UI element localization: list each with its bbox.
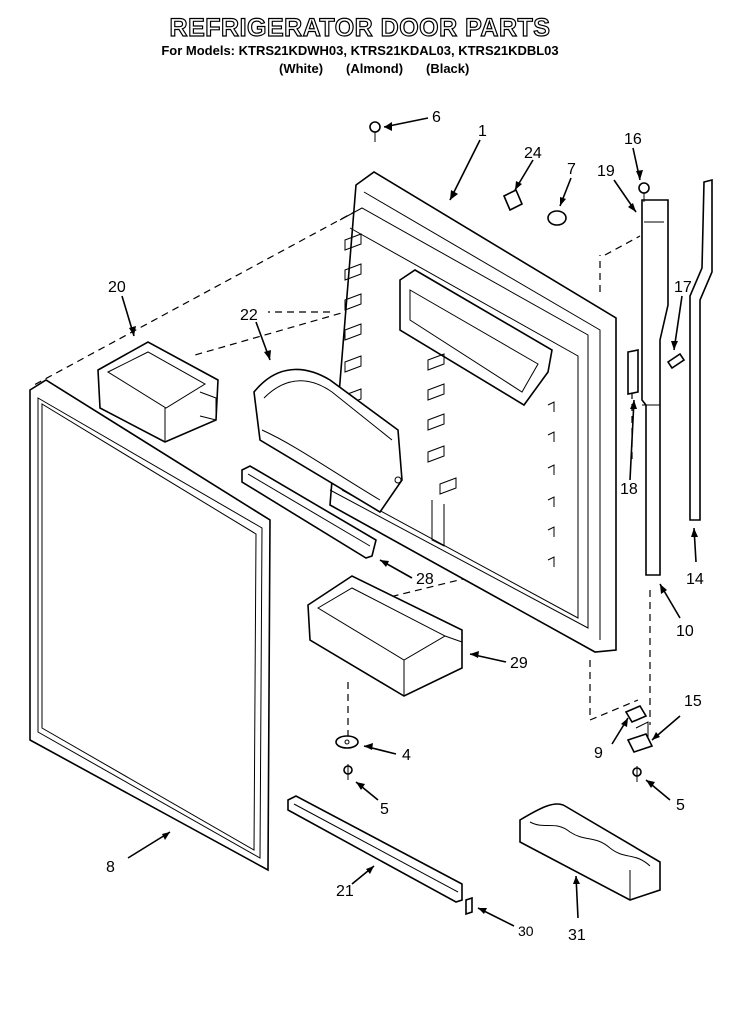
shim-9 <box>624 704 648 724</box>
screw-6 <box>369 121 381 142</box>
screw-5-left <box>343 764 353 780</box>
door-gasket <box>29 379 271 872</box>
screw-17 <box>666 352 686 370</box>
callout-15: 15 <box>684 693 702 710</box>
callout-16: 16 <box>624 131 642 148</box>
callout-labels: 6 1 24 7 16 19 17 20 22 18 14 10 28 29 4… <box>106 109 704 944</box>
leader-arrows <box>121 117 698 927</box>
shelf-rail-28 <box>241 465 377 559</box>
bracket-18 <box>627 349 639 395</box>
callout-5-left: 5 <box>380 801 389 818</box>
screw-5-right <box>632 766 642 782</box>
liner-shelf-ribs-left <box>344 233 362 406</box>
callout-18: 18 <box>620 481 638 498</box>
callout-14: 14 <box>686 571 704 588</box>
models-line: For Models: KTRS21KDWH03, KTRS21KDAL03, … <box>161 43 559 58</box>
washer-4 <box>335 735 359 749</box>
callout-30: 30 <box>518 923 534 939</box>
callout-19: 19 <box>597 163 615 180</box>
color-white-label: (White) <box>279 61 324 76</box>
callout-6: 6 <box>432 109 441 126</box>
callout-17: 17 <box>674 279 692 296</box>
callout-21: 21 <box>336 883 354 900</box>
callout-7: 7 <box>567 161 576 178</box>
liner-shelf-ribs-right <box>427 353 555 567</box>
callout-8: 8 <box>106 859 115 876</box>
hinge-15 <box>626 721 654 753</box>
door-liner <box>329 171 617 653</box>
large-door-bin <box>307 575 463 697</box>
callout-5-right: 5 <box>676 797 685 814</box>
bottom-trim-21 <box>287 795 463 903</box>
callout-24: 24 <box>524 145 542 162</box>
callout-9: 9 <box>594 745 603 762</box>
callout-22: 22 <box>240 307 258 324</box>
callout-20: 20 <box>108 279 126 296</box>
color-black-label: (Black) <box>426 61 470 76</box>
egg-tray <box>519 803 661 901</box>
gasket-strip-14 <box>689 178 713 521</box>
callout-1: 1 <box>478 123 487 140</box>
callout-28: 28 <box>416 571 434 588</box>
diagram-title: REFRIGERATOR DOOR PARTS <box>169 13 551 42</box>
callout-29: 29 <box>510 655 528 672</box>
hinge-channel-10 <box>641 199 669 576</box>
plug-7 <box>547 210 567 226</box>
clip-30 <box>465 896 473 916</box>
cap-24 <box>502 188 524 212</box>
callout-10: 10 <box>676 623 694 640</box>
small-door-bin <box>97 341 219 443</box>
callout-4: 4 <box>402 747 411 764</box>
callout-31: 31 <box>568 927 586 944</box>
color-almond-label: (Almond) <box>346 61 404 76</box>
dairy-door <box>253 368 403 514</box>
screw-16 <box>638 182 650 202</box>
